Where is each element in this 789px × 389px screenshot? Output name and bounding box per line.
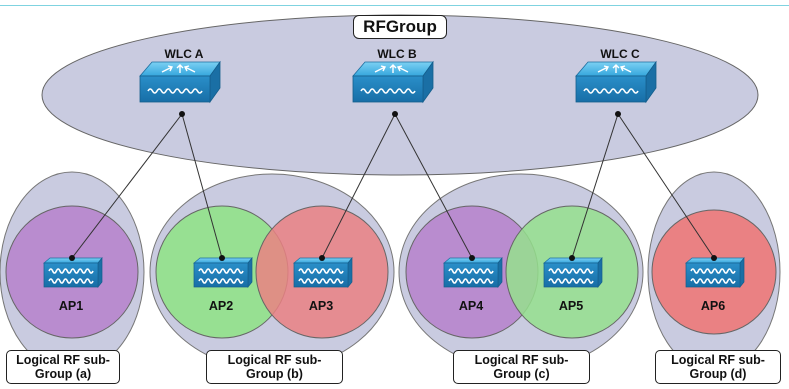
access-point-ap1-port — [69, 255, 75, 261]
access-point-ap2-port — [219, 255, 225, 261]
controller-wlc-c-label: WLC C — [600, 47, 640, 61]
access-point-ap5-label: AP5 — [559, 299, 583, 313]
access-point-ap5-port — [569, 255, 575, 261]
access-point-ap1-label: AP1 — [59, 299, 83, 313]
access-point-ap2-label: AP2 — [209, 299, 233, 313]
access-point-ap6-label: AP6 — [701, 299, 725, 313]
subgroup-b-line2: Group (b) — [246, 367, 303, 381]
access-point-ap3-label: AP3 — [309, 299, 333, 313]
access-point-ap6-port — [711, 255, 717, 261]
access-point-ap4-label: AP4 — [459, 299, 483, 313]
link-wlc-a-ap1 — [71, 113, 183, 259]
access-points: AP1 AP2 AP3 AP4 AP5 AP6 — [43, 255, 745, 313]
link-wlc-b-ap3 — [321, 113, 396, 259]
access-point-ap4-port — [469, 255, 475, 261]
subgroup-b-line1: Logical RF sub- — [227, 353, 322, 367]
controller-wlc-a-icon — [139, 60, 221, 104]
subgroup-d-label: Logical RF sub- Group (d) — [655, 350, 781, 384]
controller-wlc-c-icon — [575, 60, 657, 104]
controller-wlc-c-port — [615, 111, 621, 117]
subgroup-d-line2: Group (d) — [689, 367, 747, 381]
access-point-ap2-icon — [193, 257, 253, 288]
controller-wlc-b-port — [392, 111, 398, 117]
subgroup-d-line1: Logical RF sub- — [671, 353, 765, 367]
rf-group-label: RFGroup — [353, 15, 447, 39]
access-point-ap3-port — [319, 255, 325, 261]
subgroup-c-line1: Logical RF sub- — [474, 353, 569, 367]
link-wlc-b-ap4 — [394, 113, 473, 259]
connection-lines — [71, 113, 715, 259]
access-point-ap5-icon — [543, 257, 603, 288]
controller-wlc-b-label: WLC B — [377, 47, 417, 61]
subgroup-b-label: Logical RF sub- Group (b) — [206, 350, 343, 384]
access-point-ap1-icon — [43, 257, 103, 288]
link-wlc-a-ap2 — [181, 113, 223, 259]
subgroup-a-line2: Group (a) — [34, 367, 92, 381]
access-point-ap3-icon — [293, 257, 353, 288]
link-wlc-c-ap5 — [571, 113, 619, 259]
subgroup-a-label: Logical RF sub- Group (a) — [6, 350, 120, 384]
subgroup-c-line2: Group (c) — [493, 367, 550, 381]
controller-wlc-b-icon — [352, 60, 434, 104]
controller-wlc-a-port — [179, 111, 185, 117]
subgroup-a-line1: Logical RF sub- — [16, 353, 110, 367]
subgroup-c-label: Logical RF sub- Group (c) — [453, 350, 590, 384]
access-point-ap4-icon — [443, 257, 503, 288]
link-wlc-c-ap6 — [617, 113, 715, 259]
top-divider-line — [0, 5, 789, 6]
access-point-ap6-icon — [685, 257, 745, 288]
controllers: WLC A WLC B WLC C — [139, 47, 657, 117]
controller-wlc-a-label: WLC A — [165, 47, 204, 61]
